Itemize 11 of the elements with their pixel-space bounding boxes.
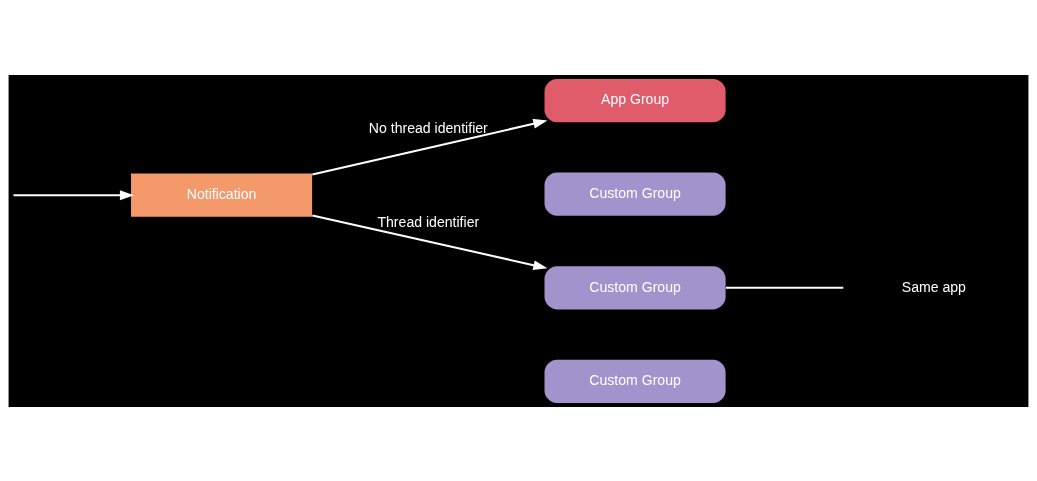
node-box: App Group xyxy=(544,78,726,122)
arrow xyxy=(13,189,135,200)
node-box: Custom Group xyxy=(544,265,726,309)
edge-label: Thread identifier xyxy=(377,213,480,230)
arrow xyxy=(312,118,548,176)
edge-label: No thread identifier xyxy=(368,119,488,136)
arrow xyxy=(312,213,548,270)
node-box: Custom Group xyxy=(544,172,726,216)
label: Same app xyxy=(901,278,966,294)
node-box: Custom Group xyxy=(544,359,726,403)
node-box: Notification xyxy=(131,173,313,217)
